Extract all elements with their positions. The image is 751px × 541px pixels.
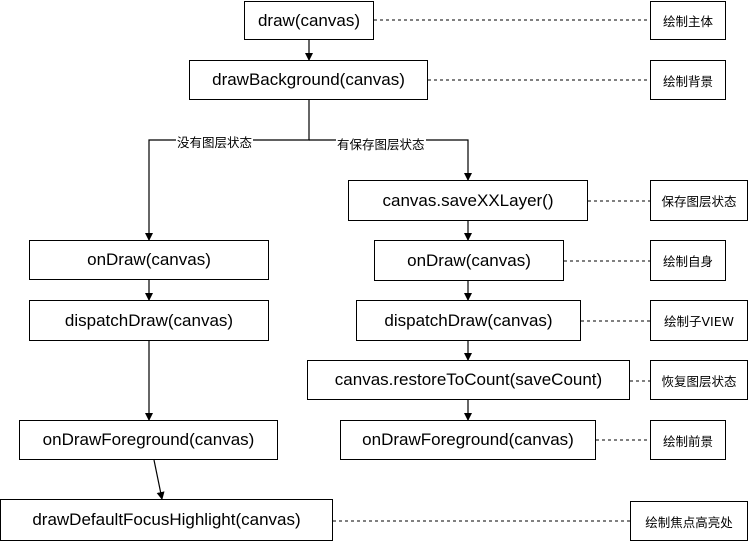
edge-label-no-layer-state: 没有图层状态 — [176, 132, 254, 151]
node-draw-background: drawBackground(canvas) — [189, 60, 428, 100]
node-save-layer: canvas.saveXXLayer() — [348, 180, 588, 221]
note-save-layer-state: 保存图层状态 — [650, 180, 748, 221]
note-draw-self: 绘制自身 — [650, 240, 726, 281]
edge-left-foreground-to-focus — [153, 459, 165, 500]
node-right-on-draw: onDraw(canvas) — [374, 240, 564, 281]
note-draw-child-view: 绘制子VIEW — [650, 300, 748, 341]
edge-background-to-left-branch — [145, 100, 310, 241]
note-draw-background: 绘制背景 — [650, 60, 726, 100]
note-restore-layer-state: 恢复图层状态 — [650, 360, 748, 400]
node-draw-default-focus-highlight: drawDefaultFocusHighlight(canvas) — [0, 499, 333, 541]
edge-label-has-saved-layer-state: 有保存图层状态 — [336, 134, 426, 153]
note-draw-foreground: 绘制前景 — [650, 420, 726, 460]
node-left-on-draw: onDraw(canvas) — [29, 240, 269, 280]
node-right-on-draw-foreground: onDrawForeground(canvas) — [340, 420, 596, 460]
node-right-dispatch-draw: dispatchDraw(canvas) — [356, 300, 581, 341]
note-draw-focus-highlight: 绘制焦点高亮处 — [630, 501, 748, 541]
node-restore-to-count: canvas.restoreToCount(saveCount) — [307, 360, 630, 400]
note-draw-main: 绘制主体 — [650, 1, 726, 40]
node-left-dispatch-draw: dispatchDraw(canvas) — [29, 300, 269, 341]
node-draw: draw(canvas) — [244, 1, 374, 40]
node-left-on-draw-foreground: onDrawForeground(canvas) — [19, 420, 278, 460]
